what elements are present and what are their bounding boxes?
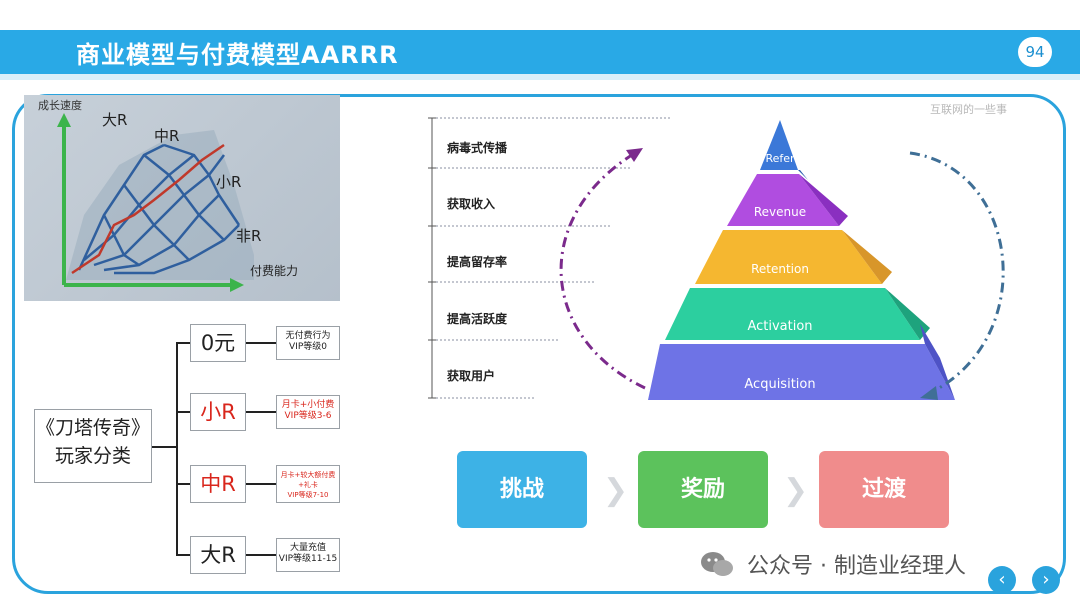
desc-line: 月卡+小付费 [281,400,335,410]
desc-line: 月卡+较大额付费+礼卡 [280,471,336,489]
y-axis-arrow [57,113,71,127]
red-growth-line [71,143,225,275]
wechat-watermark: 公众号 · 制造业经理人 [700,548,966,580]
pyramid-label-activation: Activation [747,319,812,334]
tree-branch [246,342,276,344]
pyramid-layer-refer [760,120,798,170]
tree-root-box: 《刀塔传奇》 玩家分类 [34,409,152,483]
flow-transition-box: 过渡 [819,451,949,528]
label-big-r: 大R [102,111,127,129]
chevron-right-icon: ❯ [603,473,629,508]
right-arrow-head [920,386,938,400]
pyramid-label-refer: Refer [765,152,795,165]
category-desc-0: 无付费行为 VIP等级0 [276,326,340,360]
category-box-3: 大R [190,536,246,574]
left-arrow-head [626,148,643,162]
content-frame [12,94,1066,594]
category-label-2: 中R [200,472,236,496]
right-loop-arrow [909,151,1005,395]
tree-branch [176,483,190,485]
pyramid-label-acquisition: Acquisition [744,377,815,392]
tree-branch [246,483,276,485]
chevron-right-icon: ❯ [783,473,809,508]
stage-label-4: 获取用户 [447,369,496,383]
pyramid-layer-acquisition [648,344,955,400]
watermark-text: 互联网的一些事 [930,103,1007,116]
prev-slide-button[interactable]: ‹ [988,566,1016,594]
flow-challenge-box: 挑战 [457,451,587,528]
desc-line: VIP等级3-6 [284,411,332,421]
growth-x-label: 付费能力 [250,264,298,278]
stage-dotted-lines [436,117,670,399]
tree-branch [246,411,276,413]
label-mid-r: 中R [154,127,179,145]
tree-branch [246,554,276,556]
pyramid-label-retention: Retention [751,262,809,276]
title-bar-shadow [0,74,1080,80]
desc-line: VIP等级0 [289,342,327,352]
aarrr-diagram: Refer Revenue Retention Activation Acqui… [428,117,1005,400]
flow-reward-box: 奖励 [638,451,768,528]
category-desc-3: 大量充值 VIP等级11-15 [276,538,340,572]
tree-connector [152,446,176,448]
stage-label-3: 提高活跃度 [447,312,508,326]
label-small-r: 小R [216,173,241,191]
desc-line: VIP等级11-15 [278,554,338,564]
category-desc-1: 月卡+小付费 VIP等级3-6 [276,395,340,429]
tree-branch [176,411,190,413]
pyramid-side [920,324,955,400]
stage-label-2: 提高留存率 [447,255,508,269]
tree-root-line1: 《刀塔传奇》 [35,417,150,439]
desc-line: 大量充值 [289,543,326,553]
slide-title: 商业模型与付费模型AARRR [76,41,399,69]
category-desc-2: 月卡+较大额付费+礼卡 VIP等级7-10 [276,465,340,503]
stage-label-0: 病毒式传播 [447,141,508,155]
category-box-0: 0元 [190,324,246,362]
growth-network [77,143,241,275]
desc-line: VIP等级7-10 [287,491,329,499]
title-bar [0,30,1080,74]
growth-y-label: 成长速度 [38,98,82,112]
stage-label-1: 获取收入 [447,197,496,211]
growth-chart-svg: 成长速度 付费能力 大R 中R 小R 非R [38,98,298,292]
pyramid-side [842,230,892,284]
pyramid-side [799,174,848,226]
tree-branch [176,342,190,344]
stage-ruler [428,117,436,399]
pyramid-side [798,170,808,180]
category-box-2: 中R [190,465,246,503]
player-classification-tree: 《刀塔传奇》 玩家分类 0元 无付费行为 VIP等级0 小R 月卡+小付费 VI… [30,310,354,582]
category-label-0: 0元 [200,331,236,355]
tree-branch [176,554,190,556]
category-label-1: 小R [200,400,236,424]
page-number-badge: 94 [1018,37,1052,67]
pyramid-layer-activation [665,288,920,340]
pyramid-layer-revenue [727,174,839,226]
category-box-1: 小R [190,393,246,431]
wechat-text: 公众号 · 制造业经理人 [747,554,966,579]
desc-line: 无付费行为 [285,331,331,341]
pyramid-layer-retention [695,230,882,284]
left-loop-arrow [559,151,646,390]
growth-chart-photo: 成长速度 付费能力 大R 中R 小R 非R [24,95,340,301]
tree-root-line2: 玩家分类 [54,445,131,467]
tree-trunk [176,342,178,554]
label-non-r: 非R [236,227,261,245]
category-label-3: 大R [200,543,236,567]
pyramid-label-revenue: Revenue [754,205,806,219]
pyramid-side [885,288,930,340]
growth-area [66,130,254,280]
x-axis-arrow [230,278,244,292]
wechat-icon [701,552,733,576]
next-slide-button[interactable]: › [1032,566,1060,594]
